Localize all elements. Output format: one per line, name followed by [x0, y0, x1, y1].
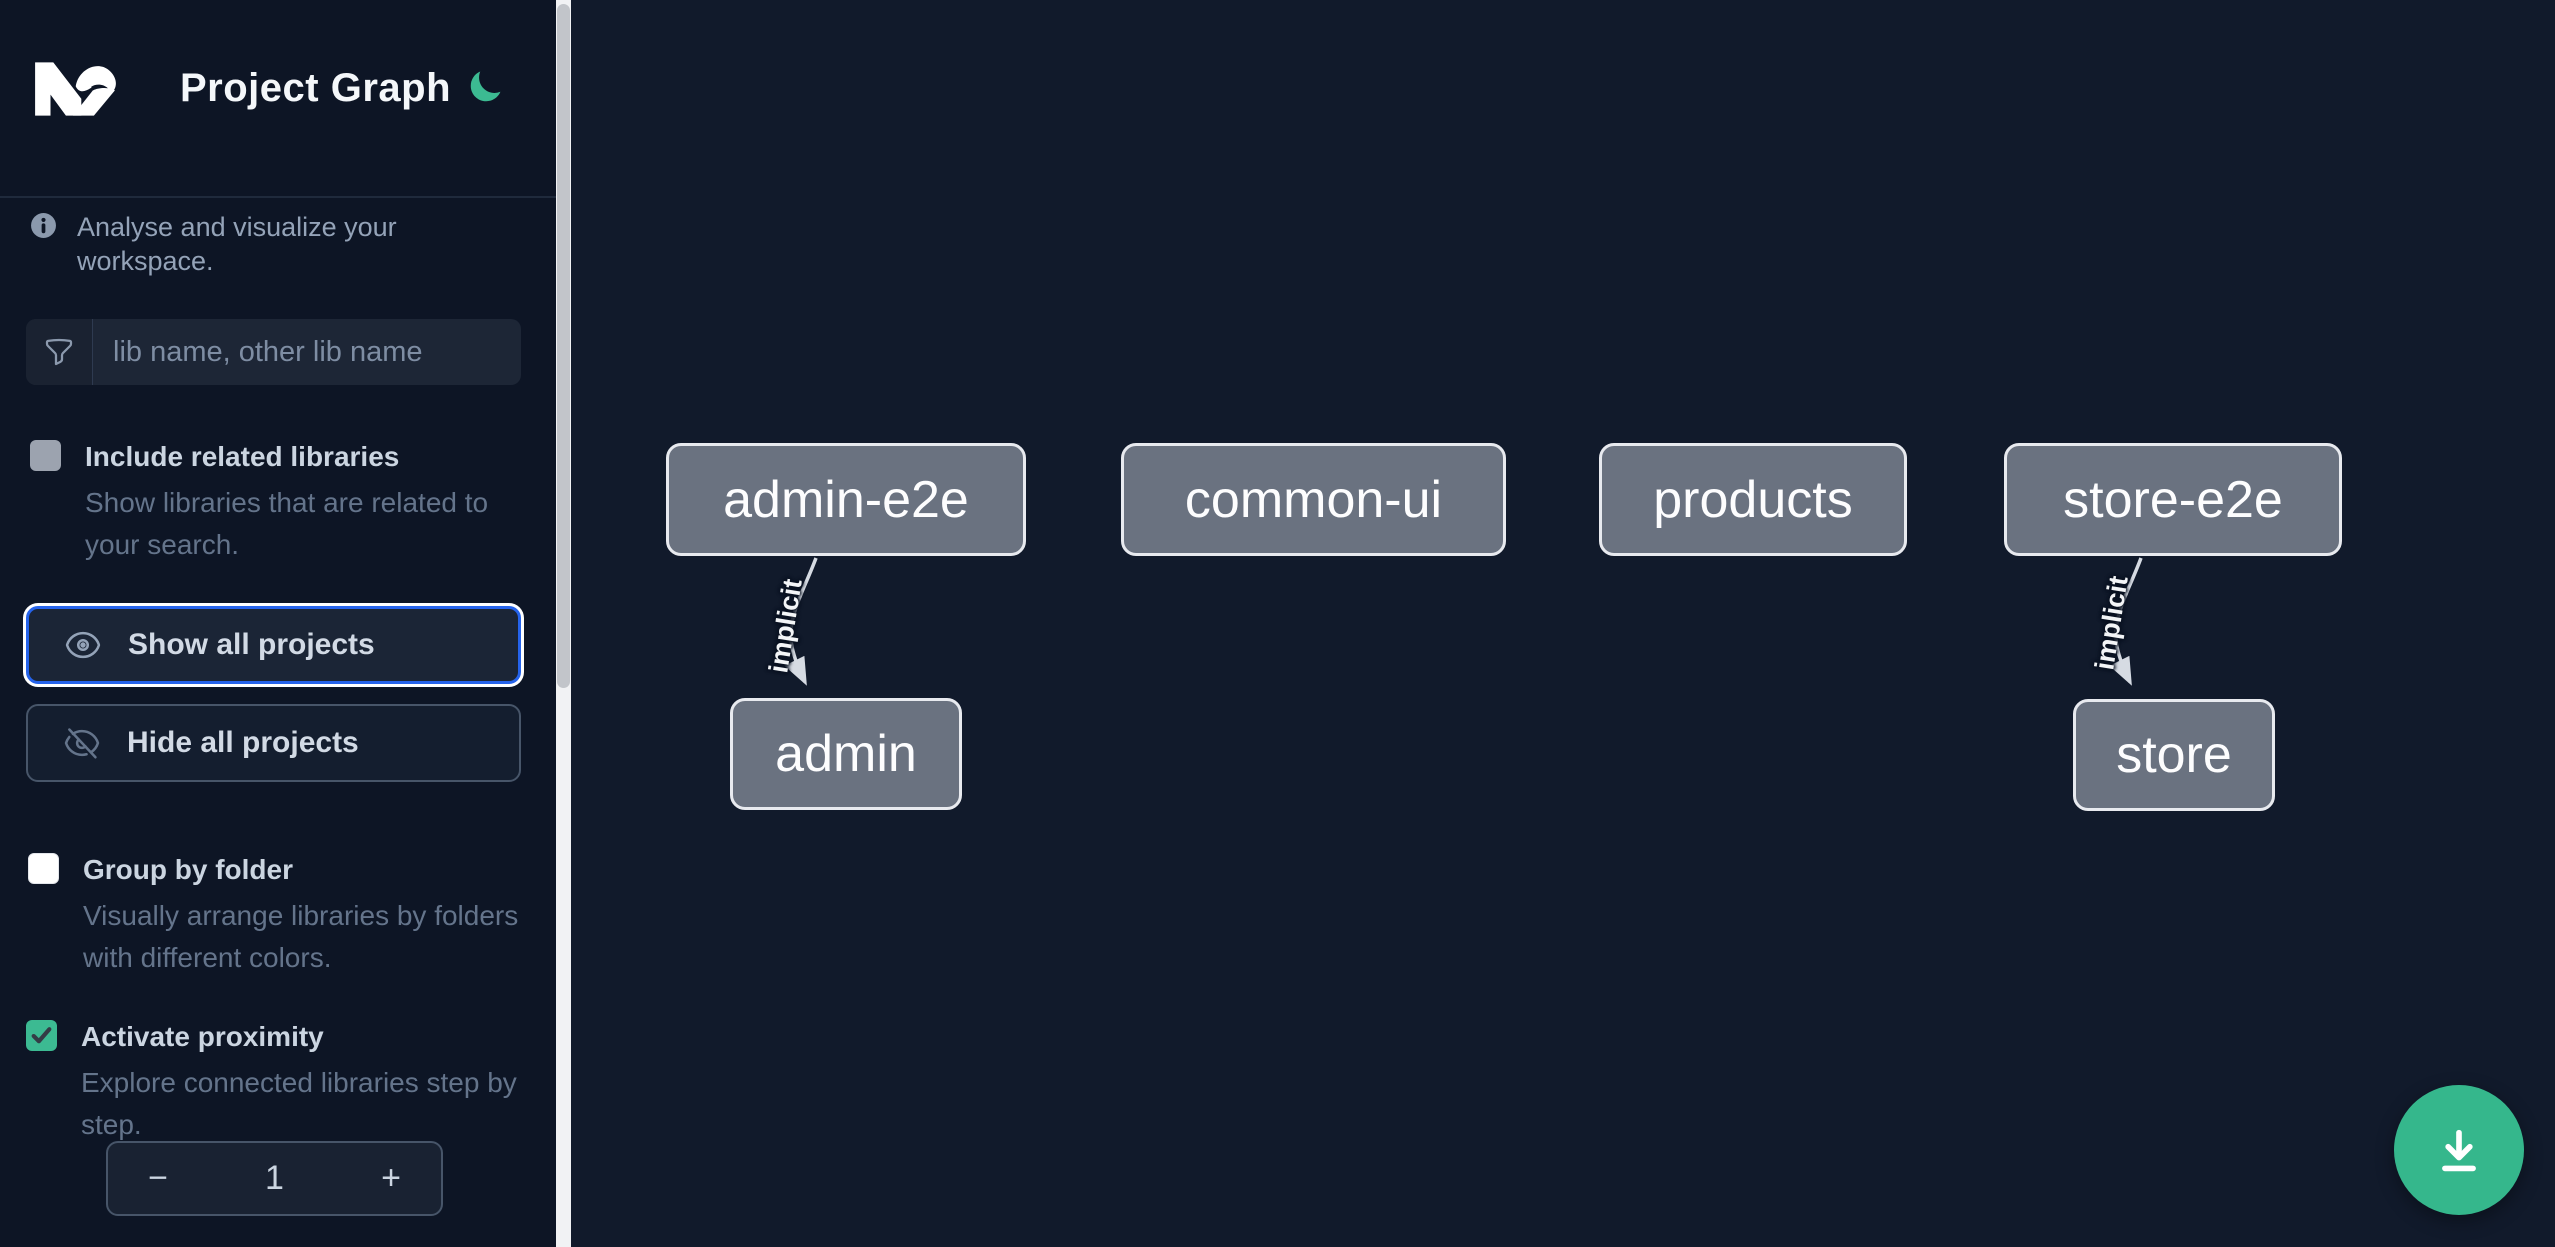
moon-icon	[470, 71, 501, 102]
check-icon	[31, 1027, 52, 1044]
funnel-icon	[45, 338, 73, 366]
option-include-related-libraries: Include related libraries Show libraries…	[30, 440, 537, 566]
graph-node-store[interactable]: store	[2073, 699, 2275, 811]
graph-node-store-e2e[interactable]: store-e2e	[2004, 443, 2342, 556]
graph-node-common-ui[interactable]: common-ui	[1121, 443, 1506, 556]
filter-search-box	[26, 319, 521, 385]
decrement-button[interactable]: −	[108, 1143, 208, 1214]
group-by-folder-label: Group by folder	[83, 854, 293, 885]
include-related-checkbox[interactable]	[30, 440, 61, 471]
proximity-depth-stepper: − 1 +	[106, 1141, 443, 1216]
graph-node-admin-e2e[interactable]: admin-e2e	[666, 443, 1026, 556]
hide-all-projects-label: Hide all projects	[127, 726, 359, 759]
graph-node-admin[interactable]: admin	[730, 698, 962, 810]
nx-logo	[35, 62, 116, 116]
info-icon	[31, 213, 56, 238]
include-related-label: Include related libraries	[85, 441, 400, 472]
search-input[interactable]	[93, 319, 521, 385]
proximity-depth-value: 1	[265, 1159, 284, 1197]
graph-canvas[interactable]	[571, 0, 2555, 1247]
header-divider	[0, 196, 557, 198]
sidebar: Project Graph Analyse and visualize your…	[0, 0, 557, 1247]
graph-node-products[interactable]: products	[1599, 443, 1907, 556]
show-all-projects-label: Show all projects	[128, 628, 375, 661]
download-graph-button[interactable]	[2394, 1085, 2524, 1215]
group-by-folder-description: Visually arrange libraries by folders wi…	[83, 900, 519, 973]
option-activate-proximity: Activate proximity Explore connected lib…	[26, 1020, 533, 1146]
group-by-folder-checkbox[interactable]	[28, 853, 59, 884]
activate-proximity-label: Activate proximity	[81, 1021, 324, 1052]
increment-button[interactable]: +	[341, 1143, 441, 1214]
filter-icon-segment	[26, 319, 93, 385]
eye-slash-icon	[64, 728, 100, 759]
option-group-by-folder: Group by folder Visually arrange librari…	[28, 853, 535, 979]
sidebar-scrollbar-thumb[interactable]	[557, 4, 570, 688]
workspace-info: Analyse and visualize your workspace.	[30, 210, 530, 278]
theme-toggle-button[interactable]	[465, 68, 505, 108]
hide-all-projects-button[interactable]: Hide all projects	[26, 704, 521, 782]
activate-proximity-description: Explore connected libraries step by step…	[81, 1067, 517, 1140]
show-all-projects-button[interactable]: Show all projects	[26, 606, 521, 684]
eye-icon	[65, 631, 101, 659]
page-title: Project Graph	[180, 66, 452, 110]
include-related-description: Show libraries that are related to your …	[85, 487, 489, 560]
activate-proximity-checkbox[interactable]	[26, 1020, 57, 1051]
info-text: Analyse and visualize your workspace.	[77, 212, 397, 276]
download-icon	[2442, 1129, 2476, 1172]
